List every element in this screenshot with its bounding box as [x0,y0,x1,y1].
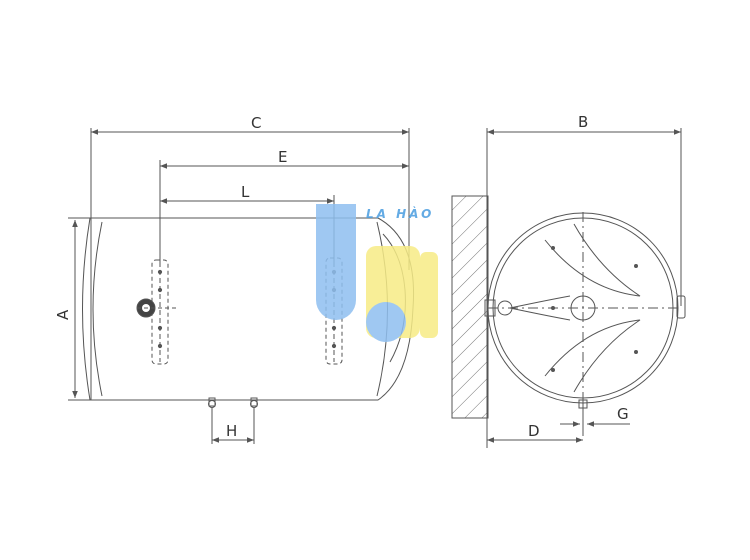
bottom-pipe-front [578,399,588,409]
label-g: G [617,405,629,423]
thermostat-knob-icon [136,298,178,318]
label-d: D [528,422,540,440]
label-c: C [251,114,261,132]
label-h: H [226,422,237,440]
rib-left-lower [509,307,571,321]
side-lug-right [676,295,686,319]
side-port-left [497,300,513,316]
side-view [68,128,415,444]
rib-left [509,295,571,309]
watermark-blue-dot [366,302,406,342]
mounting-bolts [551,246,638,372]
front-view [451,128,686,448]
label-b: B [578,113,588,131]
tank-body [82,217,415,401]
rib-lower [544,319,641,393]
watermark-yellow-bar-2 [420,252,438,338]
tank-left-cap [92,221,103,397]
rib-upper [544,223,641,297]
side-lug-left [484,299,496,317]
mounting-wall [451,195,489,419]
label-l: L [241,183,250,201]
watermark-logo: LA HÀO [316,204,438,342]
label-e: E [278,148,287,166]
watermark-blue-shape [316,204,356,320]
label-a: A [54,309,72,320]
watermark-text: LA HÀO [366,206,434,221]
